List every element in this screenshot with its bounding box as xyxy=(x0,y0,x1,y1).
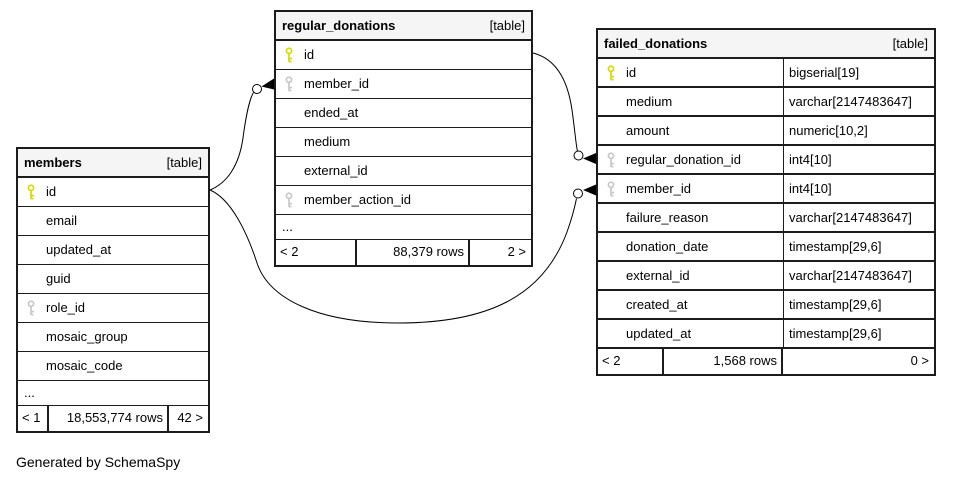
column-row: medium varchar[2147483647] xyxy=(598,88,934,117)
parent-count: < 1 xyxy=(18,406,49,431)
column-name: updated_at xyxy=(626,326,692,341)
column-row: mosaic_code xyxy=(18,352,208,381)
column-type: varchar[2147483647] xyxy=(789,94,912,109)
column-name: updated_at xyxy=(46,242,112,257)
hidden-columns-ellipsis: ... xyxy=(18,381,208,406)
column-row: member_action_id xyxy=(276,186,531,215)
child-count: 0 > xyxy=(910,353,929,368)
column-name: member_action_id xyxy=(304,192,411,207)
table-type-badge: [table] xyxy=(166,155,202,170)
column-type: int4[10] xyxy=(789,181,832,196)
column-row: id xyxy=(276,41,531,70)
column-name: external_id xyxy=(626,268,690,283)
column-type: varchar[2147483647] xyxy=(789,210,912,225)
table-type-badge: [table] xyxy=(892,36,928,51)
primary-key-icon xyxy=(285,47,293,63)
column-name: mosaic_group xyxy=(46,329,128,344)
column-name: id xyxy=(304,47,315,62)
generated-by-caption: Generated by SchemaSpy xyxy=(16,454,181,470)
table-regular-donations: regular_donations [table] id member_id e… xyxy=(274,10,533,267)
column-name: email xyxy=(46,213,78,228)
relation-members-id-to-regular-donations-member-id xyxy=(209,78,274,191)
column-type: timestamp[29,6] xyxy=(789,239,882,254)
table-members-header[interactable]: members [table] xyxy=(18,149,208,178)
column-name: id xyxy=(626,65,637,80)
column-type: timestamp[29,6] xyxy=(789,326,882,341)
column-type: numeric[10,2] xyxy=(789,123,868,138)
foreign-key-icon xyxy=(27,300,35,316)
primary-key-icon xyxy=(27,184,35,200)
foreign-key-icon xyxy=(285,192,293,208)
column-name: member_id xyxy=(626,181,692,196)
column-type: int4[10] xyxy=(789,152,832,167)
foreign-key-icon xyxy=(607,151,615,167)
column-row: id xyxy=(18,178,208,207)
column-name: guid xyxy=(46,271,71,286)
column-name: external_id xyxy=(304,163,368,178)
column-name: failure_reason xyxy=(626,210,709,225)
column-row: member_id int4[10] xyxy=(598,175,934,204)
column-row: amount numeric[10,2] xyxy=(598,117,934,146)
table-regular-donations-header[interactable]: regular_donations [table] xyxy=(276,12,531,41)
row-count: 88,379 rows xyxy=(357,240,470,265)
hidden-columns-ellipsis: ... xyxy=(276,215,531,240)
column-row: guid xyxy=(18,265,208,294)
column-row: medium xyxy=(276,128,531,157)
column-row: mosaic_group xyxy=(18,323,208,352)
row-count: 18,553,774 rows xyxy=(49,406,169,431)
table-name: failed_donations xyxy=(604,36,708,51)
column-row: updated_at timestamp[29,6] xyxy=(598,320,934,349)
foreign-key-icon xyxy=(607,180,615,196)
column-row: id bigserial[19] xyxy=(598,59,934,88)
column-row: external_id varchar[2147483647] xyxy=(598,262,934,291)
column-row: email xyxy=(18,207,208,236)
column-row: failure_reason varchar[2147483647] xyxy=(598,204,934,233)
primary-key-icon xyxy=(607,64,615,80)
relation-members-id-to-failed-donations-member-id xyxy=(209,184,596,324)
column-name: donation_date xyxy=(626,239,709,254)
column-row: donation_date timestamp[29,6] xyxy=(598,233,934,262)
column-name: member_id xyxy=(304,76,370,91)
column-name: created_at xyxy=(626,297,688,312)
relation-regular-donations-id-to-failed-donations-regular-donation-id xyxy=(532,52,596,164)
row-count: 1,568 rows xyxy=(664,349,783,374)
column-name: ended_at xyxy=(304,105,359,120)
column-name: regular_donation_id xyxy=(626,152,741,167)
table-members: members [table] id email updated_at guid… xyxy=(16,147,210,433)
column-row: ended_at xyxy=(276,99,531,128)
table-stats-footer: < 2 88,379 rows 2 > xyxy=(276,240,531,265)
table-stats-footer: < 2 1,568 rows 0 > xyxy=(598,349,934,374)
column-type: bigserial[19] xyxy=(789,65,860,80)
column-type: timestamp[29,6] xyxy=(789,297,882,312)
column-row: external_id xyxy=(276,157,531,186)
column-row: role_id xyxy=(18,294,208,323)
table-failed-donations: failed_donations [table] id bigserial[19… xyxy=(596,28,936,376)
table-name: regular_donations xyxy=(282,18,396,33)
table-failed-donations-header[interactable]: failed_donations [table] xyxy=(598,30,934,59)
table-name: members xyxy=(24,155,82,170)
parent-count: < 2 xyxy=(276,240,357,265)
column-name: amount xyxy=(626,123,670,138)
column-row: member_id xyxy=(276,70,531,99)
child-count: 42 > xyxy=(177,410,203,425)
column-name: medium xyxy=(626,94,673,109)
table-type-badge: [table] xyxy=(489,18,525,33)
parent-count: < 2 xyxy=(598,349,664,374)
child-count: 2 > xyxy=(507,244,526,259)
column-type: varchar[2147483647] xyxy=(789,268,912,283)
column-row: created_at timestamp[29,6] xyxy=(598,291,934,320)
column-name: mosaic_code xyxy=(46,358,123,373)
foreign-key-icon xyxy=(285,76,293,92)
column-row: updated_at xyxy=(18,236,208,265)
column-name: role_id xyxy=(46,300,86,315)
table-stats-footer: < 1 18,553,774 rows 42 > xyxy=(18,406,208,431)
column-name: medium xyxy=(304,134,351,149)
column-row: regular_donation_id int4[10] xyxy=(598,146,934,175)
column-name: id xyxy=(46,184,57,199)
